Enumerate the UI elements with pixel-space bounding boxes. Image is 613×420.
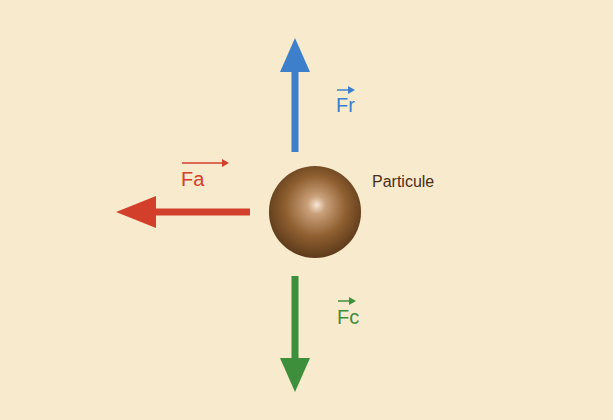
force-label: Fr (336, 94, 355, 117)
particle-label: Particule (372, 173, 434, 191)
particle: Particule (268, 165, 362, 259)
force-label: Fa (181, 168, 204, 191)
particle-sphere (268, 165, 362, 259)
vector-sign (182, 159, 229, 167)
force-arrow (292, 68, 299, 152)
force-label: Fc (337, 306, 359, 329)
force-arrow (292, 276, 299, 360)
arrow-head (280, 38, 310, 72)
vector-sign (337, 86, 355, 94)
vector-sign (338, 297, 356, 305)
arrow-head (280, 358, 310, 392)
force-arrow (150, 209, 250, 216)
arrow-head (116, 196, 156, 228)
